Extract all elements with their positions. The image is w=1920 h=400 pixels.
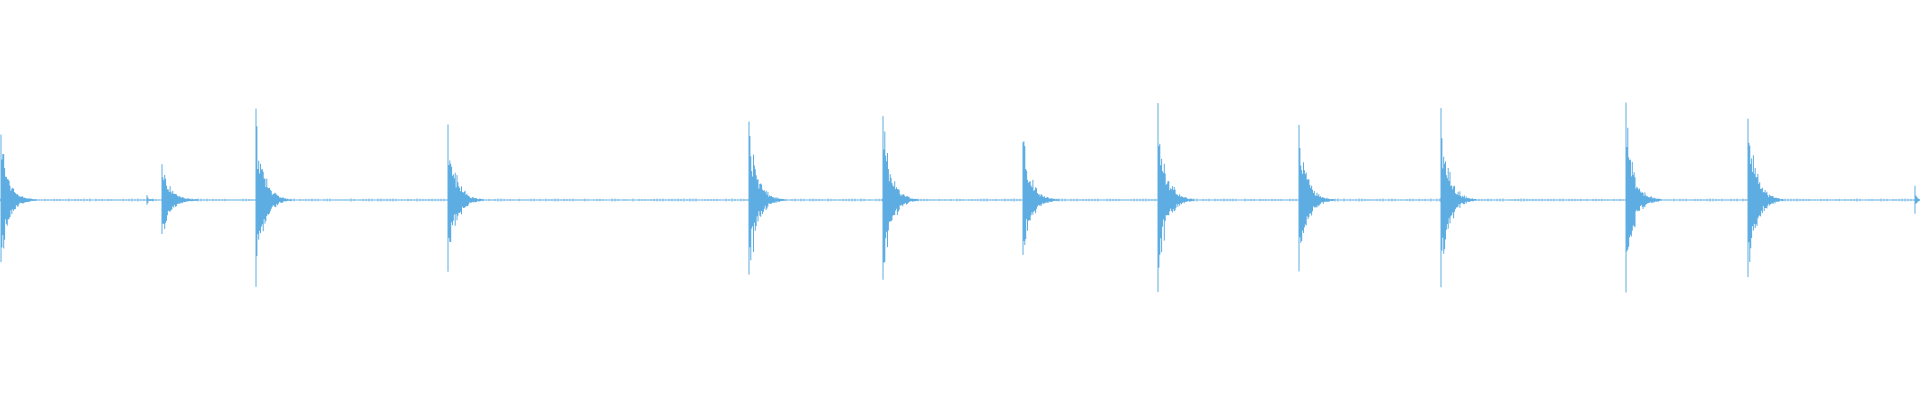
waveform-transient xyxy=(748,121,785,275)
waveform-transients xyxy=(0,102,1920,293)
waveform-transient xyxy=(1298,124,1335,272)
waveform-transient xyxy=(1157,103,1194,293)
waveform-transient xyxy=(882,116,919,280)
waveform-transient xyxy=(1747,118,1784,278)
waveform-transient xyxy=(255,108,292,287)
waveform-noise xyxy=(0,198,1918,202)
waveform-transient xyxy=(1625,102,1662,293)
waveform-transient xyxy=(1440,108,1477,288)
waveform-transient xyxy=(447,124,484,272)
waveform-transient xyxy=(0,134,37,263)
waveform-transient xyxy=(1022,141,1059,255)
